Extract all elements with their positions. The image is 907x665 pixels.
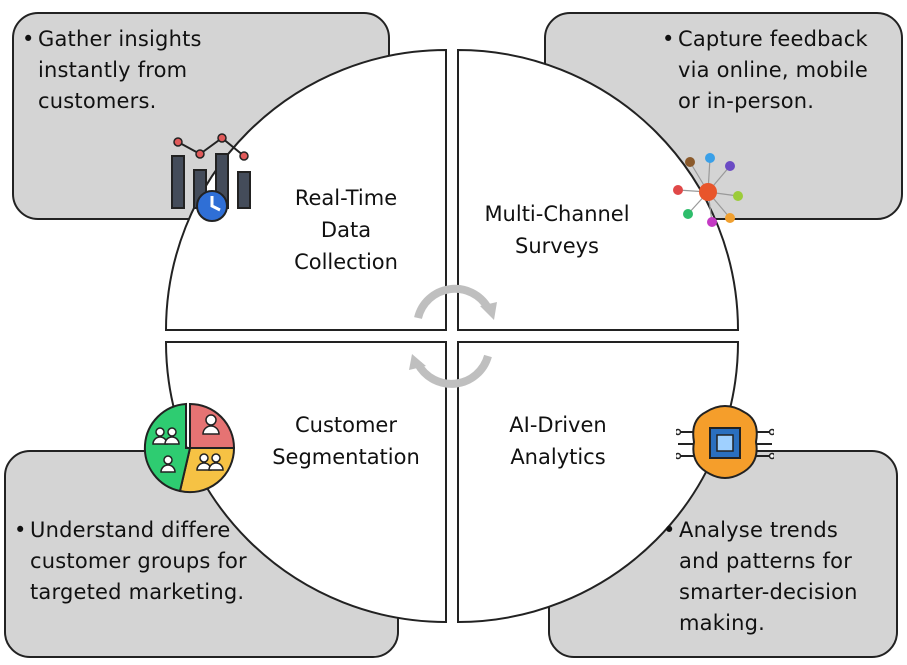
callout-text-bottom-left: •Understand differe customer groups for … bbox=[14, 518, 247, 604]
callout-text-top-left: •Gather insights instantly from customer… bbox=[22, 27, 202, 113]
quadrant-top-left bbox=[164, 48, 447, 331]
cycle-arrows-icon bbox=[414, 284, 492, 388]
quadrant-bottom-right bbox=[457, 341, 740, 624]
callout-text-top-right: •Capture feedback via online, mobile or … bbox=[662, 27, 869, 113]
ai-chip-brain-icon bbox=[676, 405, 774, 479]
quadrant-bottom-left bbox=[164, 341, 447, 624]
segment-pie-icon bbox=[143, 402, 236, 494]
network-people-icon bbox=[673, 153, 743, 227]
quadrant-title-bottom-right: AI-Driven Analytics bbox=[509, 413, 607, 469]
quadrant-top-right bbox=[457, 48, 740, 331]
quadrant-title-bottom-left: Customer Segmentation bbox=[272, 413, 420, 469]
quadrant-title-top-left: Real-Time Data Collection bbox=[294, 186, 398, 274]
analytics-clock-icon bbox=[171, 133, 251, 222]
callout-text-bottom-right: •Analyse trends and patterns for smarter… bbox=[663, 518, 858, 635]
quadrant-title-top-right: Multi-Channel Surveys bbox=[484, 202, 630, 258]
